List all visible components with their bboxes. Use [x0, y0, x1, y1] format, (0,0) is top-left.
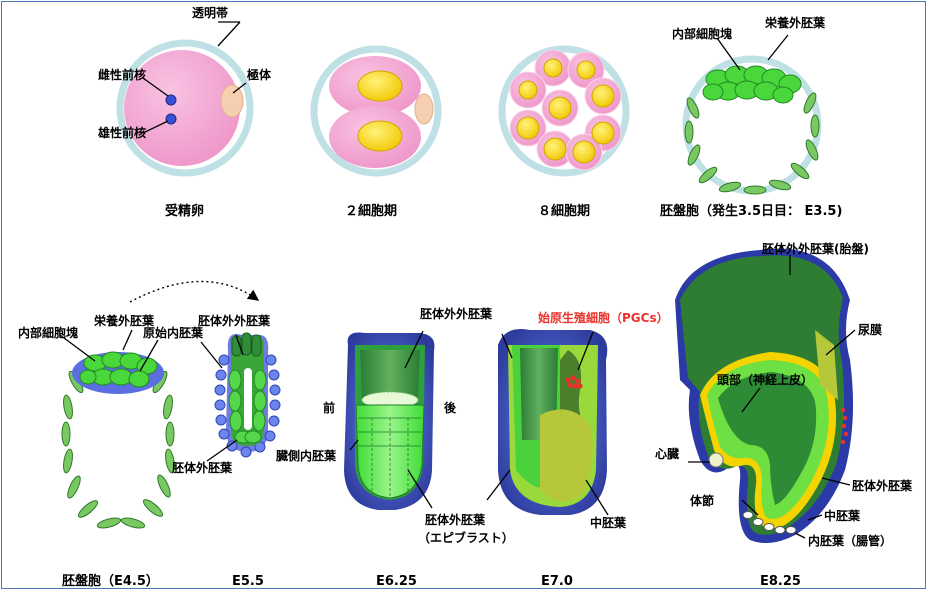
label-placenta: 胚体外外胚葉(胎盤): [762, 241, 869, 256]
label-epiblast-note: （エピブラスト）: [418, 530, 514, 545]
label-endoderm-gut: 内胚葉（腸管）: [808, 533, 892, 548]
label-female-pronucleus: 雌性前核: [98, 67, 146, 82]
eight-cell-embryo: [502, 49, 626, 173]
caption-e70: E7.0: [541, 574, 573, 589]
label-epiblast-e55: 胚体外胚葉: [172, 460, 233, 475]
label-somite: 体節: [690, 493, 714, 508]
label-pgc: 始原生殖細胞（PGCs）: [538, 310, 669, 325]
caption-e55: E5.5: [232, 574, 264, 589]
label-mesoderm-e7: 中胚葉: [590, 515, 627, 530]
egg-cylinder-e55: [215, 333, 280, 457]
label-epiblast-e825: 胚体外胚葉: [852, 478, 913, 493]
label-mesoderm-e825: 中胚葉: [824, 508, 861, 523]
male-pronucleus-dot: [166, 114, 176, 124]
label-male-pronucleus: 雄性前核: [97, 125, 146, 140]
nucleus: [358, 71, 402, 101]
embryo-e625: [344, 333, 434, 511]
label-exe-ecto-e625: 胚体外外胚葉: [420, 306, 493, 321]
polar-body: [221, 85, 243, 117]
label-back: 後: [444, 400, 457, 415]
transition-arrow: [130, 281, 258, 302]
label-te-top: 栄養外胚葉: [764, 15, 826, 30]
two-cell-embryo: [314, 49, 438, 173]
label-epiblast-e625: 胚体外胚葉: [425, 512, 486, 527]
caption-blastocyst-e35: 胚盤胞（発生3.5日目： E3.5): [660, 203, 842, 219]
label-prim-endo: 原始内胚葉: [143, 325, 204, 340]
label-heart: 心臓: [655, 446, 679, 461]
label-visceral-endo: 臓側内胚葉: [276, 448, 337, 463]
label-head: 頭部（神経上皮）: [717, 372, 813, 387]
label-zona: 透明帯: [192, 5, 228, 20]
label-front: 前: [323, 400, 335, 415]
caption-e625: E6.25: [376, 574, 417, 589]
label-allantois: 尿膜: [858, 322, 882, 337]
caption-fertilized-egg: 受精卵: [165, 203, 204, 219]
label-polar-body: 極体: [247, 67, 272, 82]
caption-e825: E8.25: [760, 574, 801, 589]
caption-eight-cell: ８細胞期: [538, 203, 590, 219]
caption-blastocyst-e45: 胚盤胞（E4.5）: [62, 573, 159, 589]
label-exe-ecto-e55: 胚体外外胚葉: [198, 313, 271, 328]
caption-two-cell: ２細胞期: [345, 203, 397, 219]
blastocyst-e45: [62, 352, 176, 530]
nucleus: [358, 121, 402, 151]
blastocyst-e35: [685, 59, 821, 194]
label-icm-top: 内部細胞塊: [672, 26, 732, 41]
label-icm-low: 内部細胞塊: [18, 325, 78, 340]
fertilized-egg: [120, 43, 250, 173]
female-pronucleus-dot: [166, 95, 176, 105]
